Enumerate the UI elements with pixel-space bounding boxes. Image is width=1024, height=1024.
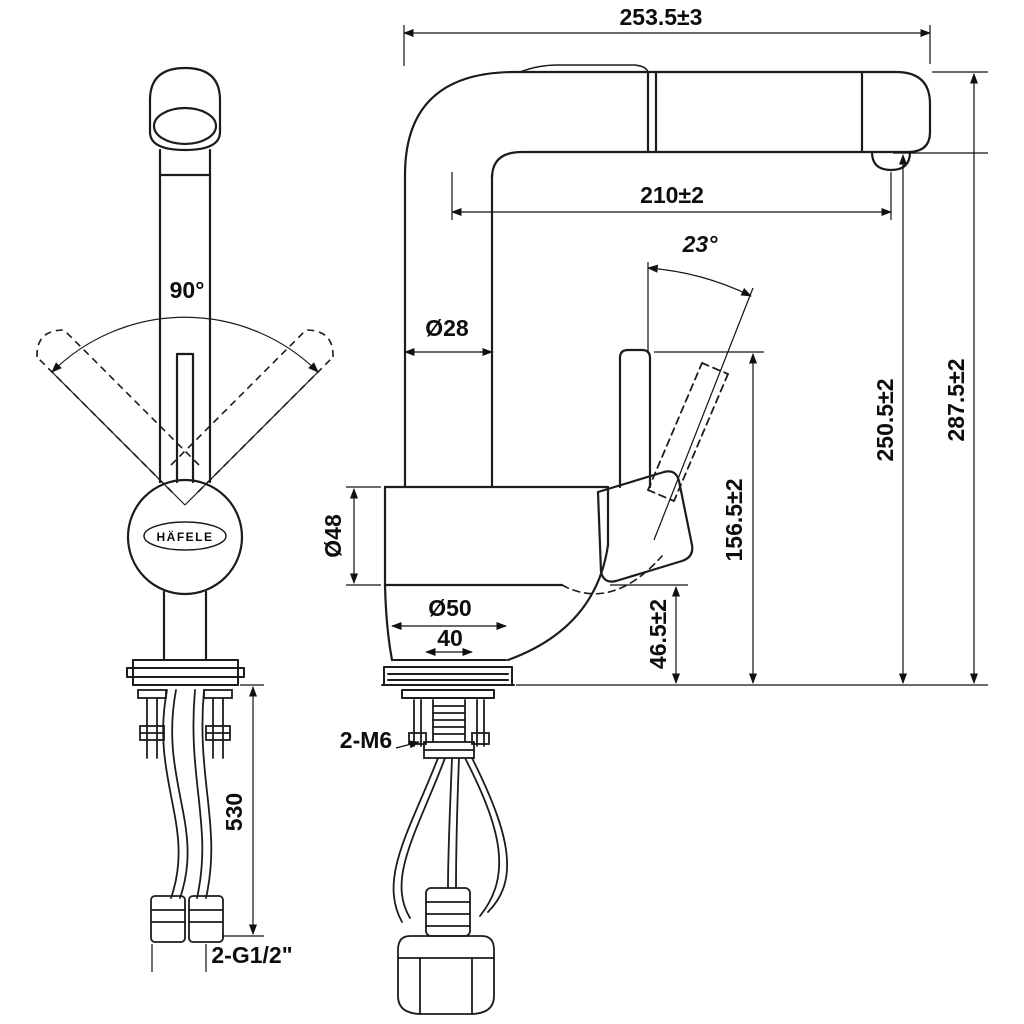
- label-connection-thread: 2-G1/2": [211, 942, 292, 968]
- side-sprayhead-detail: [519, 64, 649, 73]
- side-hoses: [392, 757, 509, 1015]
- front-base: [126, 659, 245, 686]
- label-mounting-screws: 2-M6: [340, 727, 392, 753]
- dim-base-height: 46.5±2: [645, 599, 671, 669]
- brand-logo-text: HÄFELE: [157, 529, 214, 544]
- dim-swivel-angle: 90°: [170, 277, 205, 303]
- dim-spout-tube-diameter: Ø28: [425, 315, 469, 341]
- dim-top-width: 253.5±3: [620, 4, 703, 30]
- dim-spout-reach: 210±2: [640, 182, 704, 208]
- dim-base-width: 40: [437, 625, 463, 651]
- front-body: [126, 478, 244, 662]
- side-spout: [403, 64, 932, 489]
- dim-hose-length: 530: [221, 793, 247, 831]
- front-hoses: [150, 689, 224, 943]
- front-mounting-studs: [137, 689, 233, 759]
- dim-base-diameter: Ø50: [428, 595, 471, 621]
- swivel-range: [36, 316, 334, 506]
- side-outlet: [870, 150, 912, 172]
- swivel-dashed-positions: [36, 329, 334, 493]
- front-spout-cap: [148, 66, 222, 152]
- side-view: [381, 64, 932, 1015]
- dim-outlet-height: 250.5±2: [872, 379, 898, 462]
- side-hose-weight: [397, 935, 495, 1015]
- dimension-labels: 253.5±3 210±2 23° Ø28 Ø48 Ø50 40 156.5±2…: [157, 4, 970, 968]
- side-base: [381, 659, 515, 699]
- dim-overall-height: 287.5±2: [943, 359, 969, 442]
- dim-handle-angle: 23°: [682, 231, 719, 257]
- side-handle: [596, 348, 729, 583]
- dimension-annotations: [151, 25, 988, 972]
- side-body: [383, 485, 663, 662]
- dim-handle-height: 156.5±2: [721, 479, 747, 562]
- dim-body-diameter: Ø48: [320, 514, 346, 558]
- front-view: [126, 66, 245, 943]
- front-riser-tube: [158, 148, 212, 484]
- side-shank: [408, 699, 490, 759]
